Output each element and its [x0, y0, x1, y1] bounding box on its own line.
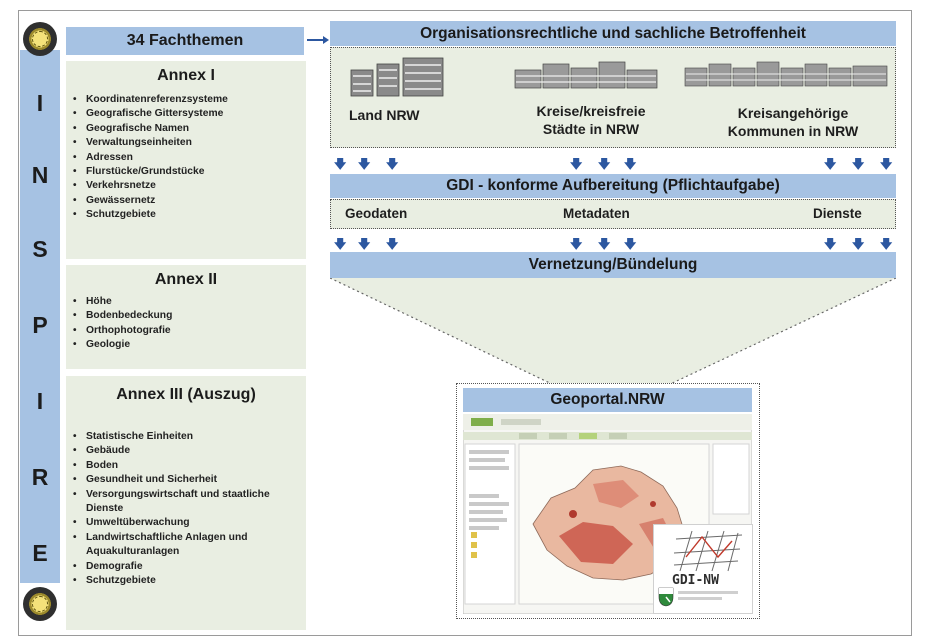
betroffenheit-panel: Land NRW Kreise/kreisfreie Städte in NRW… — [330, 47, 896, 148]
geoportal-panel: Geoportal.NRW — [456, 383, 760, 619]
down-arrow-icon: 🡇 — [334, 237, 347, 251]
inspire-letter-n: N — [31, 162, 49, 188]
inspire-letter-r: R — [31, 464, 49, 490]
fachthemen-header: 34 Fachthemen — [66, 27, 304, 55]
list-item: Schutzgebiete — [73, 208, 306, 223]
annex-1-panel: Annex I Koordinatenreferenzsysteme Geogr… — [66, 61, 306, 259]
list-item: Verkehrsnetze — [73, 179, 306, 194]
kreise-label: Kreise/kreisfreie Städte in NRW — [511, 102, 671, 138]
down-arrow-icon: 🡇 — [598, 237, 611, 251]
down-arrow-icon: 🡇 — [358, 157, 371, 171]
list-item: Verwaltungseinheiten — [73, 136, 306, 151]
inspire-letter-s: S — [32, 236, 48, 262]
list-item: Versorgungswirtschaft und staatliche Die… — [73, 488, 306, 517]
grid-network-icon — [673, 530, 743, 572]
down-arrow-icon: 🡇 — [824, 237, 837, 251]
down-arrow-icon: 🡇 — [852, 237, 865, 251]
inspire-column: I N S P I R E — [20, 50, 60, 583]
down-arrow-icon: 🡇 — [386, 157, 399, 171]
inspire-letter-i: I — [36, 90, 44, 116]
list-item: Koordinatenreferenzsysteme — [73, 93, 306, 108]
building-kreise-icon — [514, 61, 658, 89]
gdi-nw-logo-text: GDI-NW — [672, 573, 719, 588]
annex-3-panel: Annex III (Auszug) Statistische Einheite… — [66, 376, 306, 630]
annex-1-title: Annex I — [157, 67, 215, 84]
dienste-label: Dienste — [813, 206, 862, 221]
gdi-nw-logo: GDI-NW — [653, 524, 753, 614]
kreise-label-line2: Städte in NRW — [542, 121, 640, 137]
down-arrow-icon: 🡇 — [334, 157, 347, 171]
arrow-row-1: 🡇 🡇 🡇 🡇 🡇 🡇 🡇 🡇 🡇 — [330, 155, 896, 171]
funnel-shape — [330, 278, 896, 387]
down-arrow-icon: 🡇 — [880, 157, 893, 171]
arrow-row-2: 🡇 🡇 🡇 🡇 🡇 🡇 🡇 🡇 🡇 — [330, 235, 896, 251]
annex-2-panel: Annex II Höhe Bodenbedeckung Orthophotog… — [66, 265, 306, 369]
list-item: Adressen — [73, 151, 306, 166]
down-arrow-icon: 🡇 — [570, 237, 583, 251]
down-arrow-icon: 🡇 — [852, 157, 865, 171]
list-item: Schutzgebiete — [73, 574, 306, 589]
vernetzung-header: Vernetzung/Bündelung — [330, 252, 896, 278]
down-arrow-icon: 🡇 — [624, 157, 637, 171]
down-arrow-icon: 🡇 — [386, 237, 399, 251]
down-arrow-icon: 🡇 — [570, 157, 583, 171]
down-arrow-icon: 🡇 — [880, 237, 893, 251]
right-arrow-icon — [307, 36, 329, 44]
kommunen-label-line2: Kommunen in NRW — [727, 123, 859, 139]
kommunen-label: Kreisangehörige Kommunen in NRW — [693, 104, 893, 140]
down-arrow-icon: 🡇 — [598, 157, 611, 171]
kreise-label-line1: Kreise/kreisfreie — [536, 103, 646, 119]
list-item: Umweltüberwachung — [73, 516, 306, 531]
down-arrow-icon: 🡇 — [824, 157, 837, 171]
down-arrow-icon: 🡇 — [624, 237, 637, 251]
building-land-icon — [350, 57, 444, 97]
list-item: Boden — [73, 459, 306, 474]
list-item: Gebäude — [73, 444, 306, 459]
inspire-letter-i2: I — [36, 388, 44, 414]
list-item: Orthophotografie — [73, 324, 306, 339]
eu-seal-icon — [23, 22, 57, 56]
betroffenheit-header: Organisationsrechtliche und sachliche Be… — [330, 21, 896, 46]
list-item: Geografische Gittersysteme — [73, 107, 306, 122]
gdi-panel: Geodaten Metadaten Dienste — [330, 199, 896, 229]
annex-1-list: Koordinatenreferenzsysteme Geografische … — [66, 89, 306, 223]
geoportal-header: Geoportal.NRW — [463, 388, 752, 412]
list-item: Demografie — [73, 560, 306, 575]
list-item: Landwirtschaftliche Anlagen und Aquakult… — [73, 531, 306, 560]
down-arrow-icon: 🡇 — [358, 237, 371, 251]
geodaten-label: Geodaten — [345, 206, 408, 221]
inspire-letter-e: E — [32, 540, 48, 566]
annex-3-title: Annex III (Auszug) — [116, 386, 256, 403]
eu-seal-icon-bottom — [23, 587, 57, 621]
list-item: Statistische Einheiten — [73, 430, 306, 445]
land-nrw-label: Land NRW — [349, 107, 420, 123]
list-item: Geografische Namen — [73, 122, 306, 137]
kommunen-label-line1: Kreisangehörige — [737, 105, 849, 121]
annex-2-title: Annex II — [154, 271, 218, 288]
list-item: Höhe — [73, 295, 306, 310]
metadaten-label: Metadaten — [563, 206, 630, 221]
list-item: Bodenbedeckung — [73, 309, 306, 324]
list-item: Flurstücke/Grundstücke — [73, 165, 306, 180]
inspire-letter-p: P — [32, 312, 48, 338]
annex-2-list: Höhe Bodenbedeckung Orthophotografie Geo… — [66, 293, 306, 353]
list-item: Gewässernetz — [73, 194, 306, 209]
nrw-coat-of-arms-icon — [658, 587, 674, 607]
annex-3-list: Statistische Einheiten Gebäude Boden Ges… — [66, 420, 306, 589]
list-item: Geologie — [73, 338, 306, 353]
list-item: Gesundheit und Sicherheit — [73, 473, 306, 488]
building-kommunen-icon — [684, 61, 888, 87]
gdi-header: GDI - konforme Aufbereitung (Pflichtaufg… — [330, 174, 896, 198]
